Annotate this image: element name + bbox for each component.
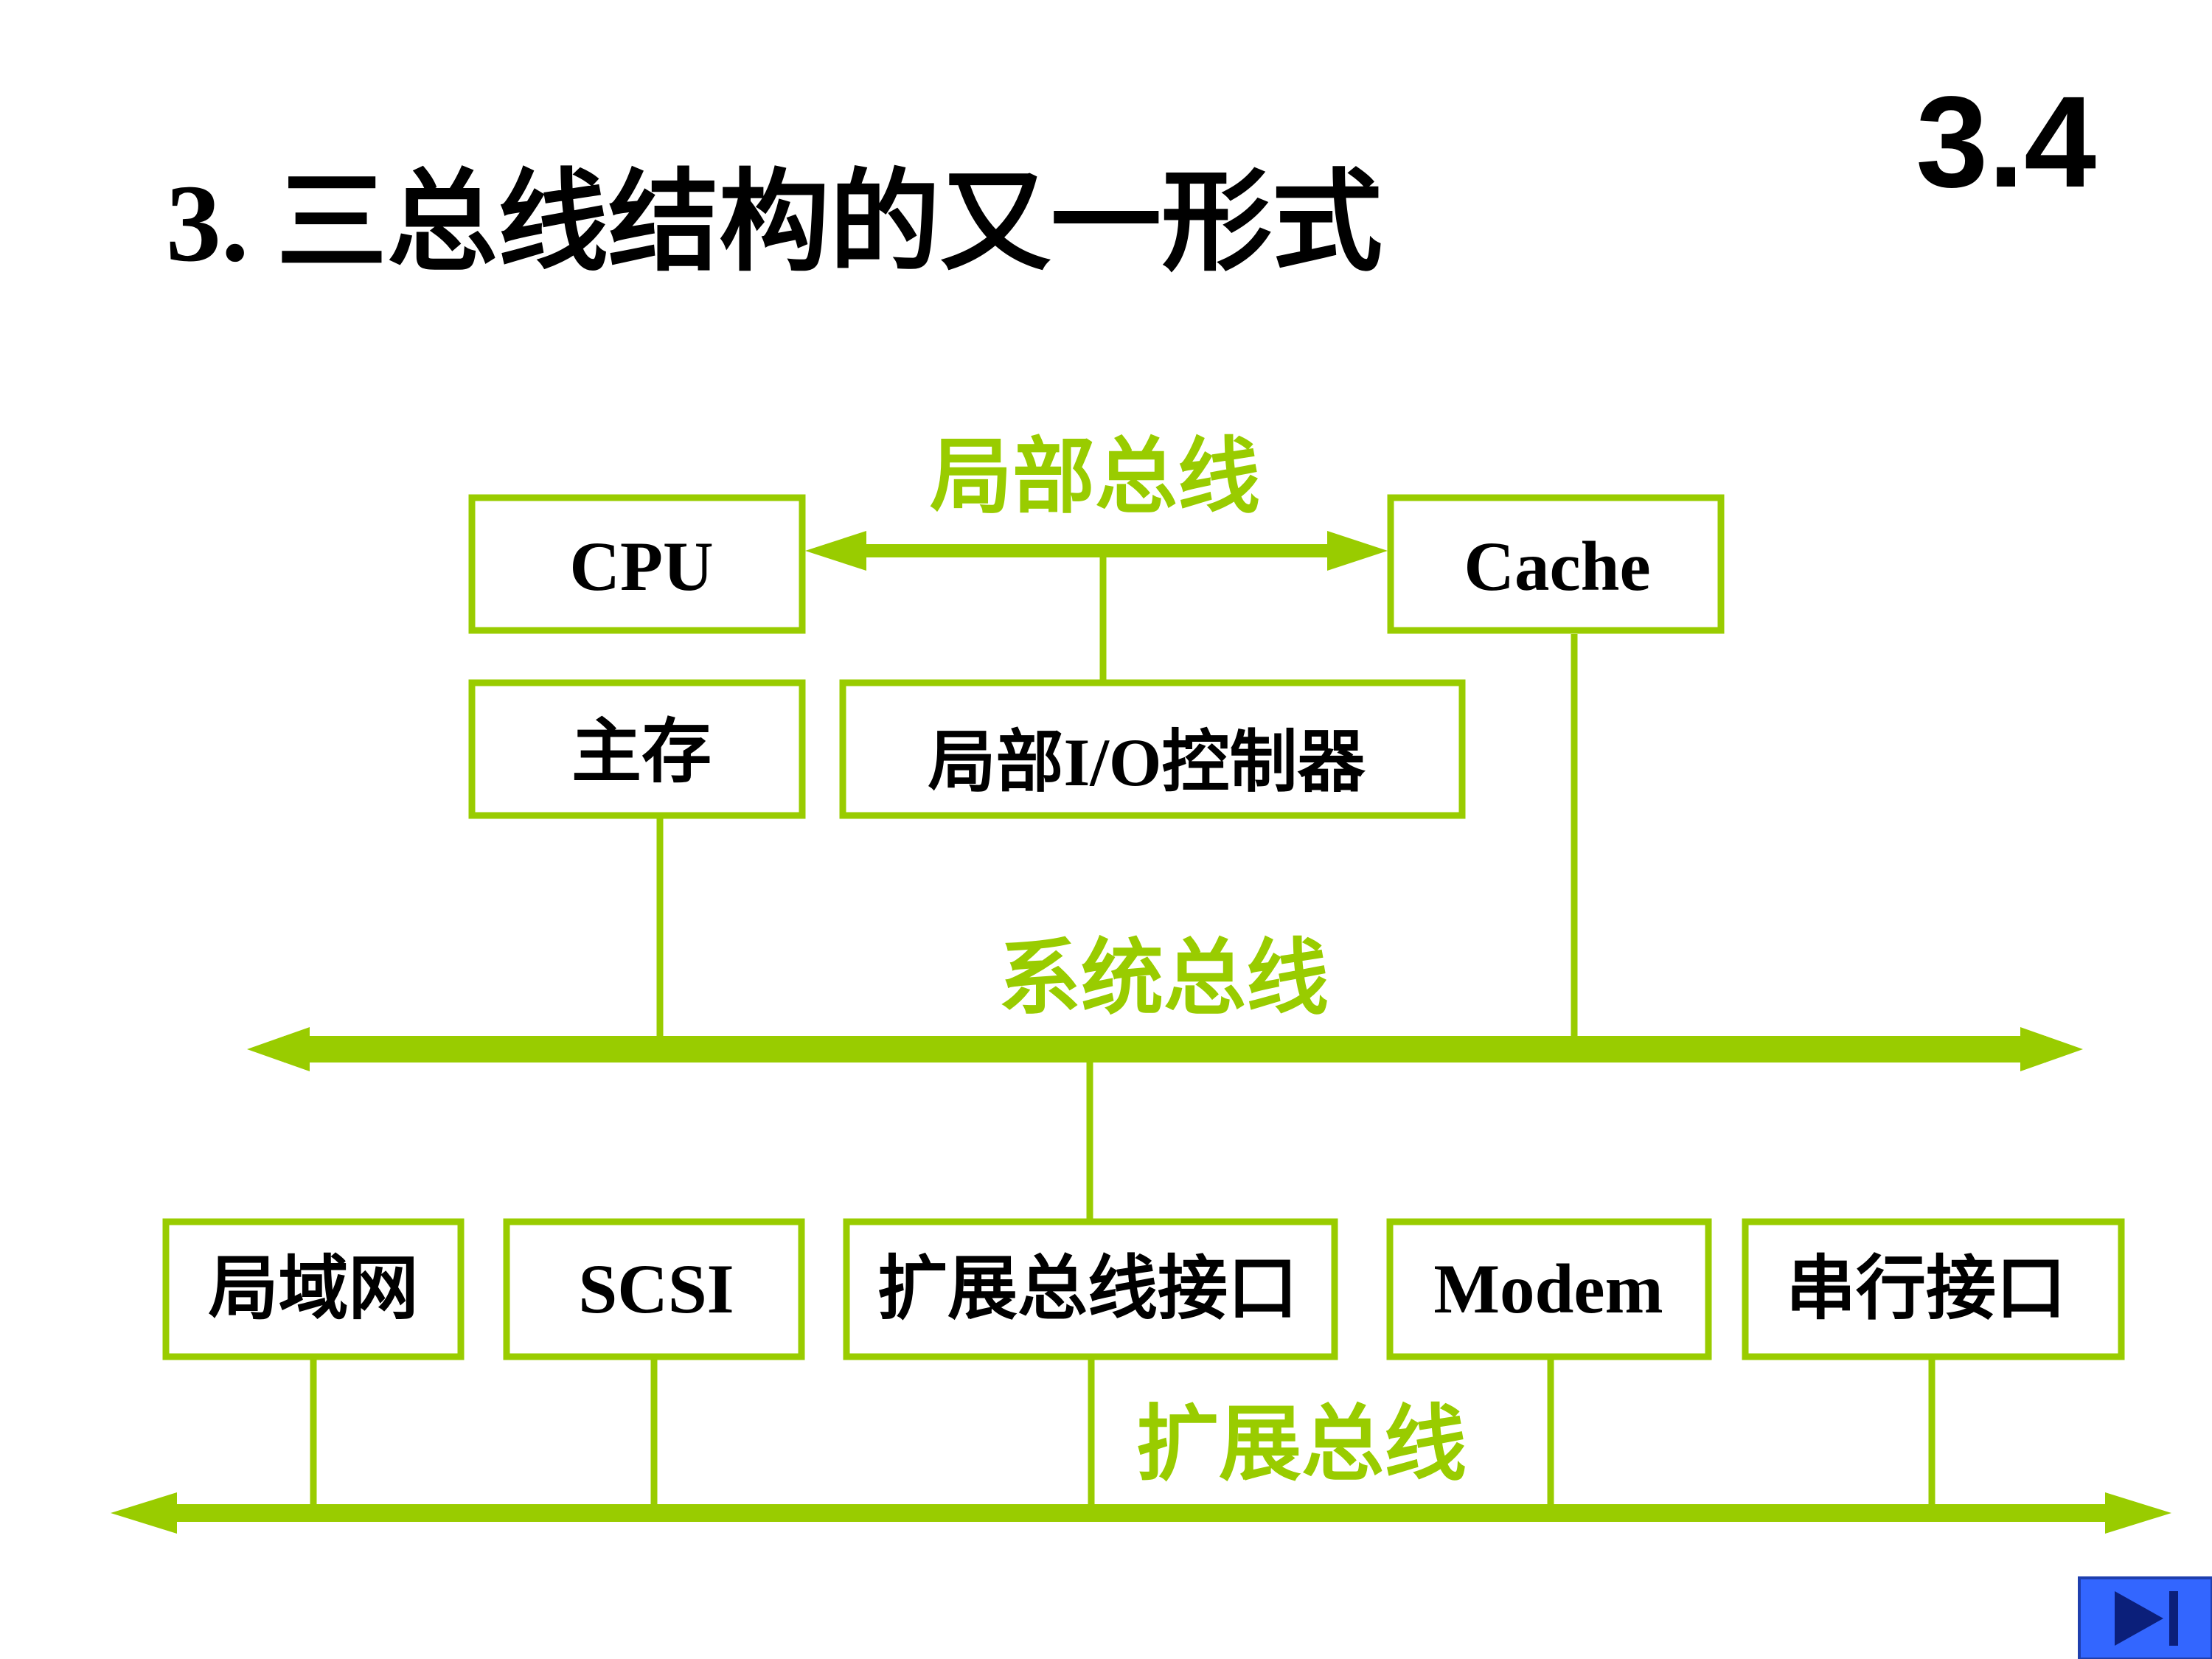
scsi-box — [503, 1218, 805, 1360]
expansion-interface-box — [843, 1218, 1338, 1360]
three-bus-diagram — [111, 494, 2171, 1534]
main-memory-box — [468, 679, 806, 819]
modem-label: Modem — [1433, 1250, 1663, 1328]
local-bus-label: 局部总线 — [930, 432, 1260, 524]
system-bus-left-arrowhead — [247, 1027, 310, 1071]
cache-box — [1387, 494, 1725, 634]
main-memory-label: 主存 — [571, 713, 712, 791]
expansion-bus-right-arrowhead — [2105, 1492, 2171, 1534]
local-bus-right-arrowhead — [1327, 531, 1388, 571]
system-bus-right-arrowhead — [2020, 1027, 2083, 1071]
lan-label: 局域网 — [208, 1250, 418, 1328]
serial-interface-label: 串行接口 — [1786, 1250, 2066, 1328]
local-io-controller-box — [839, 679, 1466, 819]
lan-box — [162, 1218, 465, 1360]
modem-box — [1386, 1218, 1712, 1360]
expansion-bus-left-arrowhead — [111, 1492, 177, 1534]
cache-label: Cache — [1464, 527, 1650, 605]
cpu-box — [468, 494, 806, 634]
scsi-label: SCSI — [578, 1250, 734, 1328]
local-bus-left-arrowhead — [805, 531, 866, 571]
serial-interface-box — [1742, 1218, 2125, 1360]
skip-to-end-icon — [2115, 1591, 2178, 1646]
local-io-controller-label: 局部I/O控制器 — [928, 725, 1366, 800]
system-bus-label: 系统总线 — [998, 933, 1329, 1025]
slide-title: 3. 三总线结构的又一形式 — [166, 162, 1382, 285]
cpu-label: CPU — [569, 527, 713, 605]
expansion-bus-label: 扩展总线 — [1136, 1399, 1467, 1491]
next-slide-button[interactable] — [2078, 1576, 2212, 1659]
next-slide-button-bg — [2078, 1576, 2212, 1659]
expansion-interface-label: 扩展总线接口 — [877, 1250, 1298, 1328]
section-number: 3.4 — [1916, 70, 2096, 215]
